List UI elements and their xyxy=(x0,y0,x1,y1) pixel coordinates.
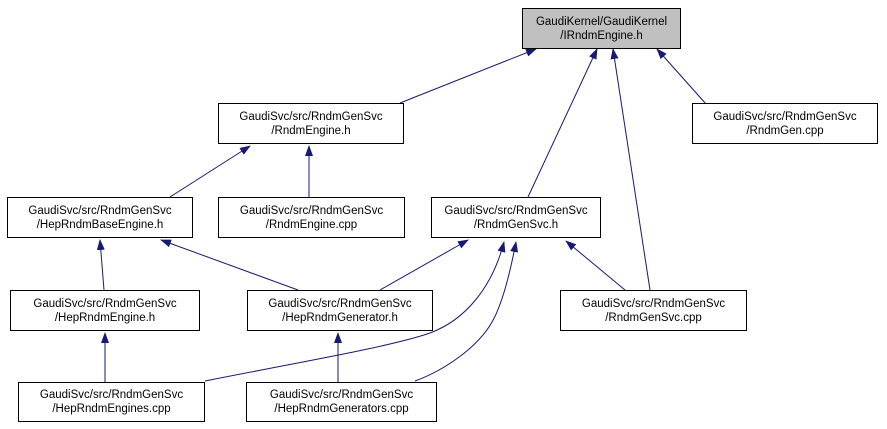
node-label-line1: GaudiSvc/src/RndmGenSvc xyxy=(581,297,726,310)
node-heprndmbaseengine-h[interactable]: GaudiSvc/src/RndmGenSvc /HepRndmBaseEngi… xyxy=(7,197,193,238)
node-heprndmgenerator-h[interactable]: GaudiSvc/src/RndmGenSvc /HepRndmGenerato… xyxy=(247,290,433,331)
edge-rndmgensvc-h-to-irndmengine-h xyxy=(527,48,598,198)
edge-rndmgensvc-cpp-to-rndmgensvc-h xyxy=(565,240,626,291)
node-label-line2: /RndmGen.cpp xyxy=(746,124,824,137)
node-label-line1: GaudiSvc/src/RndmGenSvc xyxy=(28,204,172,217)
node-irndmengine-h[interactable]: GaudiKernel/GaudiKernel /IRndmEngine.h xyxy=(522,8,681,49)
edge-heprndmengine-h-to-heprndmbaseengine-h xyxy=(96,239,105,291)
node-rndmgensvc-cpp[interactable]: GaudiSvc/src/RndmGenSvc /RndmGenSvc.cpp xyxy=(560,290,747,331)
node-label-line1: GaudiSvc/src/RndmGenSvc xyxy=(39,389,184,401)
node-label-line2: /HepRndmBaseEngine.h xyxy=(36,218,164,231)
node-label-line1: GaudiSvc/src/RndmGenSvc xyxy=(239,110,383,123)
edge-heprndmgenerator-h-to-rndmgensvc-h xyxy=(379,239,469,291)
node-label-line2: /HepRndmGenerators.cpp xyxy=(274,403,409,415)
node-label-line1: GaudiSvc/src/RndmGenSvc xyxy=(269,389,414,401)
node-label-line2: /HepRndmGenerator.h xyxy=(282,311,398,324)
node-rndmengine-h[interactable]: GaudiSvc/src/RndmGenSvc /RndmEngine.h xyxy=(218,103,404,144)
node-label-line1: GaudiSvc/src/RndmGenSvc xyxy=(33,297,177,310)
edge-heprndmbaseengine-h-to-rndmengine-h xyxy=(169,145,251,198)
node-label-line2: /RndmGenSvc.cpp xyxy=(605,311,702,324)
node-label-line2: /IRndmEngine.h xyxy=(560,29,643,42)
node-label-line1: GaudiSvc/src/RndmGenSvc xyxy=(239,204,384,217)
node-heprndmgenerators-cpp[interactable]: GaudiSvc/src/RndmGenSvc /HepRndmGenerato… xyxy=(246,382,437,422)
edge-heprndmgenerator-h-to-heprndmbaseengine-h xyxy=(160,239,299,291)
node-label-line1: GaudiSvc/src/RndmGenSvc xyxy=(444,204,588,217)
node-rndmgen-cpp[interactable]: GaudiSvc/src/RndmGenSvc /RndmGen.cpp xyxy=(692,103,878,144)
edge-rndmengine-h-to-irndmengine-h xyxy=(399,48,537,104)
node-label-line1: GaudiKernel/GaudiKernel xyxy=(535,15,668,28)
node-label-line2: /RndmGenSvc.h xyxy=(473,218,559,231)
node-label-line2: /RndmEngine.cpp xyxy=(265,218,358,231)
node-label-line2: /RndmEngine.h xyxy=(271,124,351,137)
node-label-line1: GaudiSvc/src/RndmGenSvc xyxy=(713,110,857,123)
node-heprndmengines-cpp[interactable]: GaudiSvc/src/RndmGenSvc /HepRndmEngines.… xyxy=(18,382,205,422)
edge-rndmgen-cpp-to-irndmengine-h xyxy=(656,48,707,105)
edge-rndmgensvc-cpp-to-irndmengine-h xyxy=(610,48,651,291)
node-rndmengine-cpp[interactable]: GaudiSvc/src/RndmGenSvc /RndmEngine.cpp xyxy=(218,197,405,238)
node-label-line1: GaudiSvc/src/RndmGenSvc xyxy=(268,297,412,310)
node-heprndmengine-h[interactable]: GaudiSvc/src/RndmGenSvc /HepRndmEngine.h xyxy=(10,290,200,331)
node-label-line2: /HepRndmEngines.cpp xyxy=(52,403,171,415)
node-label-line2: /HepRndmEngine.h xyxy=(54,311,156,324)
node-rndmgensvc-h[interactable]: GaudiSvc/src/RndmGenSvc /RndmGenSvc.h xyxy=(431,197,601,238)
